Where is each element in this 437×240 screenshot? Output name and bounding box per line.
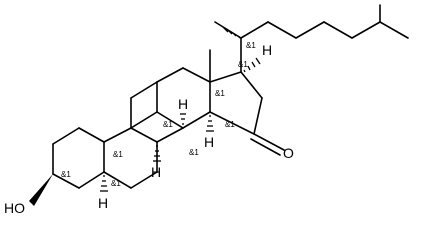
ring-d-bonds (209, 71, 263, 135)
ketone-double-bond (250, 133, 285, 156)
hydrogen-label-c9: H (151, 164, 161, 180)
hydroxyl-label: HO (4, 200, 25, 216)
stereo-label-c10: &1 (113, 150, 123, 159)
stereo-label-c17: &1 (238, 60, 248, 69)
stereo-label-c5: &1 (111, 179, 121, 188)
side-chain-bonds (214, 4, 409, 73)
hashed-bonds (100, 26, 261, 192)
ring-c-bonds (130, 67, 211, 143)
hydrogen-label-c14: H (204, 134, 214, 150)
stereo-label-c3: &1 (61, 170, 71, 179)
hydrogen-label-c8: H (178, 96, 188, 112)
stereo-label-c9: &1 (163, 120, 173, 129)
stereo-label-c13: &1 (215, 89, 225, 98)
ring-a-bonds (52, 127, 105, 189)
stereo-label-c20: &1 (246, 41, 256, 50)
hydrogen-label-c5: H (98, 195, 108, 211)
c3-hydroxyl-wedge (29, 174, 53, 206)
hydrogen-label-c17: H (262, 42, 272, 58)
stereo-label-c8: &1 (189, 148, 199, 157)
ring-b-bonds (103, 127, 158, 189)
stereo-label-c14: &1 (225, 120, 235, 129)
ketone-oxygen-label: O (283, 145, 294, 161)
